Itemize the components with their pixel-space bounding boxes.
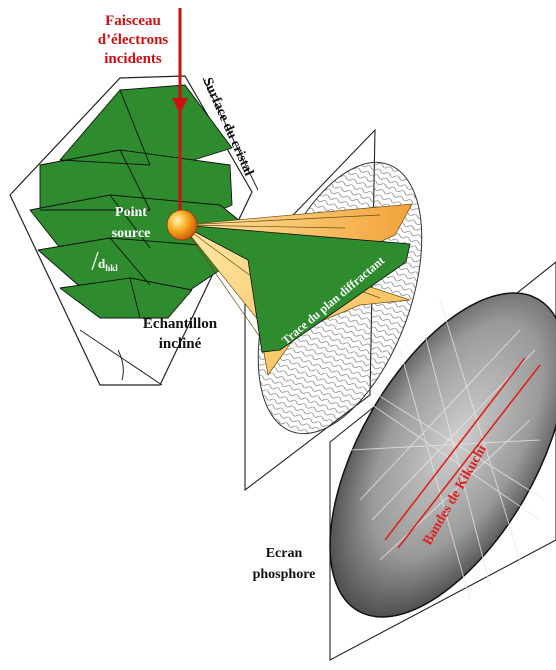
plane-edge — [109, 237, 151, 286]
tilt-angle-arc — [117, 349, 124, 381]
point-source-label-line2: source — [112, 226, 151, 241]
dhkl-main: d — [98, 256, 106, 271]
dhkl-marker — [91, 251, 99, 271]
kikuchi-red-line — [384, 357, 526, 541]
plane-edge — [119, 149, 151, 211]
beam-label-line3: incidents — [104, 51, 162, 67]
sample-label-line1: Echantillon — [143, 316, 218, 332]
crystal-plane — [59, 84, 233, 169]
plane-edge — [129, 277, 141, 319]
sample-block — [9, 75, 259, 386]
beam-label-line1: Faisceau — [105, 13, 161, 29]
beam-label-line2: d’électrons — [98, 32, 169, 48]
point-source-sphere — [166, 209, 198, 241]
phosphor-screen — [329, 261, 556, 661]
diffraction-cones — [180, 203, 413, 376]
point-source-label-line1: Point — [115, 205, 147, 220]
plane-edge — [119, 89, 151, 166]
kikuchi-red-line — [397, 364, 541, 549]
incident-beam — [172, 8, 188, 210]
cone-ray — [181, 224, 346, 229]
surface-edge-line — [202, 77, 259, 191]
dhkl-subscript: hkl — [105, 263, 118, 273]
plane-edge — [59, 159, 151, 166]
screen-label-line1: Ecran — [266, 546, 303, 561]
crystal-planes — [29, 84, 246, 319]
kikuchi-band-lines — [349, 299, 546, 601]
screen-label-line2: phosphore — [253, 567, 316, 582]
sample-label-line2: incliné — [159, 336, 202, 352]
cone-ray — [181, 214, 381, 226]
beam-arrowhead — [172, 98, 188, 114]
sample-outline — [9, 75, 253, 386]
dhkl-label: dhkl — [98, 256, 118, 273]
crystal-plane — [59, 277, 193, 319]
plane-trace-band — [181, 224, 411, 353]
cone-ray — [181, 224, 263, 341]
plane-edge — [109, 194, 151, 249]
